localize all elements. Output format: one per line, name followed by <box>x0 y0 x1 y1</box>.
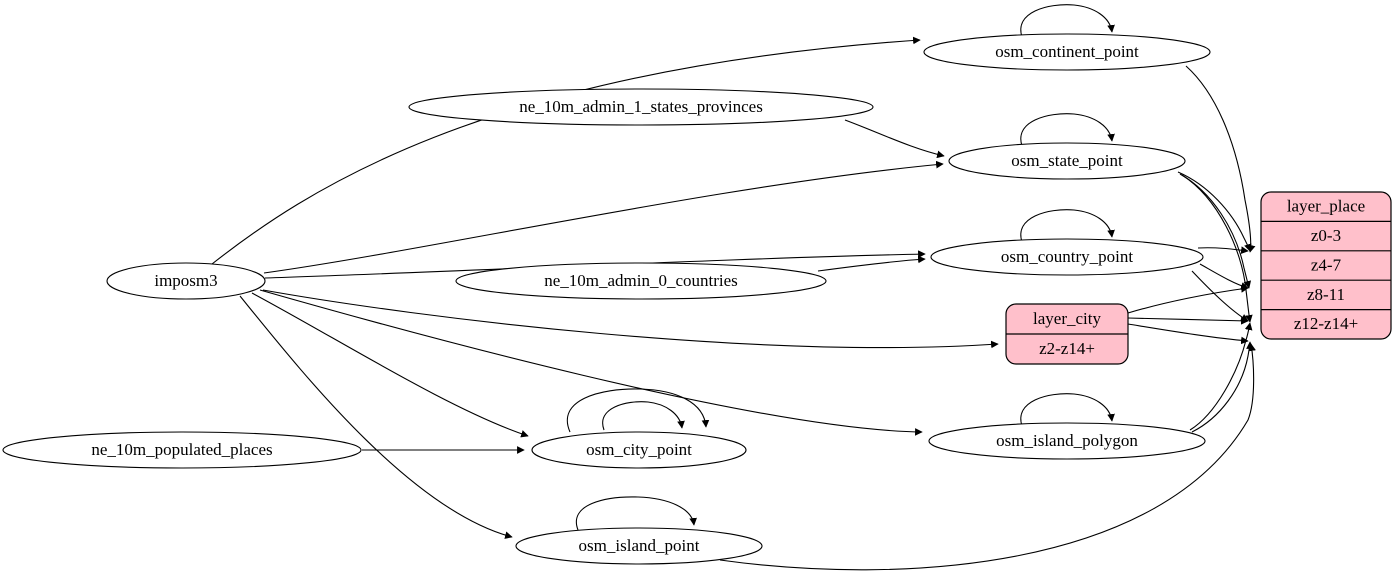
edge-osm_state_point-to-layer_place.z8-11 <box>1181 174 1253 323</box>
node-label-osm_continent_point: osm_continent_point <box>995 42 1139 61</box>
record-box-layer_place <box>1260 191 1392 340</box>
node-osm_city_point[interactable]: osm_city_point <box>531 431 747 469</box>
node-label-osm_island_point: osm_island_point <box>579 536 700 555</box>
record-layer_city[interactable]: layer_city z2-z14+ <box>1005 303 1129 365</box>
edges-layer <box>211 4 1256 571</box>
node-shape-osm_continent_point <box>923 33 1211 71</box>
node-label-osm_state_point: osm_state_point <box>1011 151 1123 170</box>
edge-layer_city-to-layer_place.z8-11 <box>1127 316 1249 325</box>
record-row-layer_place-z12-z14+[interactable]: z12-z14+ <box>1294 314 1358 333</box>
node-label-ne_10m_populated_places: ne_10m_populated_places <box>91 440 272 459</box>
record-row-layer_city-z2-z14+[interactable]: z2-z14+ <box>1039 339 1095 358</box>
edge-osm_state_point-to-osm_state_point <box>1020 113 1115 147</box>
node-shape-ne_10m_admin_0_countries <box>455 262 827 300</box>
nodes-layer: imposm3 ne_10m_admin_1_states_provincesne… <box>2 33 1211 565</box>
node-shape-osm_city_point <box>531 431 747 469</box>
edge-osm_country_point-to-osm_country_point <box>1020 209 1115 243</box>
records-layer: layer_place z0-3 z4-7 z8-11 z12-z14+ layer_ci… <box>1005 191 1392 365</box>
node-shape-osm_country_point <box>930 238 1204 276</box>
record-title-layer_city: layer_city <box>1033 309 1101 328</box>
node-osm_country_point[interactable]: osm_country_point <box>930 238 1204 276</box>
node-shape-osm_island_polygon <box>928 422 1206 460</box>
node-imposm3[interactable]: imposm3 <box>106 262 266 300</box>
edge-osm_state_point-to-layer_place.z4-7 <box>1179 173 1252 289</box>
edge-imposm3-to-osm_city_point <box>251 292 529 438</box>
record-row-layer_place-z8-11[interactable]: z8-11 <box>1307 285 1345 304</box>
edge-osm_city_point-to-osm_city_point <box>567 388 710 433</box>
node-shape-osm_state_point <box>948 142 1186 180</box>
record-row-layer_place-z0-3[interactable]: z0-3 <box>1311 226 1341 245</box>
edge-layer_city-to-layer_place.z4-7 <box>1127 285 1249 314</box>
node-ne_10m_admin_0_countries[interactable]: ne_10m_admin_0_countries <box>455 262 827 300</box>
edge-osm_country_point-to-layer_place.z4-7 <box>1199 263 1249 290</box>
edge-osm_state_point-to-layer_place.z0-3 <box>1177 171 1252 252</box>
edge-osm_city_point-to-osm_city_point <box>602 401 685 431</box>
record-title-layer_place: layer_place <box>1287 197 1365 216</box>
node-ne_10m_admin_1_states_provinces[interactable]: ne_10m_admin_1_states_provinces <box>408 88 874 126</box>
node-osm_state_point[interactable]: osm_state_point <box>948 142 1186 180</box>
node-label-ne_10m_admin_0_countries: ne_10m_admin_0_countries <box>544 271 738 290</box>
edge-osm_island_polygon-to-osm_island_polygon <box>1020 393 1115 427</box>
node-label-osm_city_point: osm_city_point <box>586 440 692 459</box>
edge-osm_continent_point-to-layer_place.z0-3 <box>1185 65 1256 253</box>
edge-osm_island_point-to-layer_place.z12-z14+ <box>719 343 1256 571</box>
node-label-ne_10m_admin_1_states_provinces: ne_10m_admin_1_states_provinces <box>519 97 763 116</box>
edge-osm_country_point-to-layer_place.z0-3 <box>1197 246 1249 254</box>
node-shape-imposm3 <box>106 262 266 300</box>
node-osm_continent_point[interactable]: osm_continent_point <box>923 33 1211 71</box>
node-label-osm_country_point: osm_country_point <box>1001 247 1133 266</box>
edge-ne_10m_admin_0_countries-to-osm_country_point <box>817 255 926 272</box>
edge-osm_island_polygon-to-layer_place.z8-11 <box>1189 322 1253 431</box>
edge-imposm3-to-osm_island_polygon <box>259 289 923 436</box>
edge-layer_city-to-layer_place.z12-z14+ <box>1127 323 1249 345</box>
record-row-layer_place-z4-7[interactable]: z4-7 <box>1311 255 1342 274</box>
node-shape-ne_10m_admin_1_states_provinces <box>408 88 874 126</box>
edge-imposm3-to-osm_island_point <box>239 295 513 539</box>
node-osm_island_polygon[interactable]: osm_island_polygon <box>928 422 1206 460</box>
node-label-osm_island_polygon: osm_island_polygon <box>996 431 1138 450</box>
node-shape-ne_10m_populated_places <box>2 431 362 469</box>
node-ne_10m_populated_places[interactable]: ne_10m_populated_places <box>2 431 362 469</box>
edge-imposm3-to-osm_state_point <box>263 160 944 274</box>
node-osm_island_point[interactable]: osm_island_point <box>515 527 763 565</box>
record-layer_place[interactable]: layer_place z0-3 z4-7 z8-11 z12-z14+ <box>1260 191 1392 340</box>
edge-ne_10m_admin_1_states_provinces-to-osm_state_point <box>844 119 945 159</box>
edge-osm_island_point-to-osm_island_point <box>575 496 698 531</box>
edge-osm_continent_point-to-osm_continent_point <box>1020 4 1115 38</box>
node-shape-osm_island_point <box>515 527 763 565</box>
node-label-imposm3: imposm3 <box>154 271 217 290</box>
edge-imposm3-to-layer_city <box>262 289 999 349</box>
edge-imposm3-to-osm_continent_point <box>211 36 921 265</box>
